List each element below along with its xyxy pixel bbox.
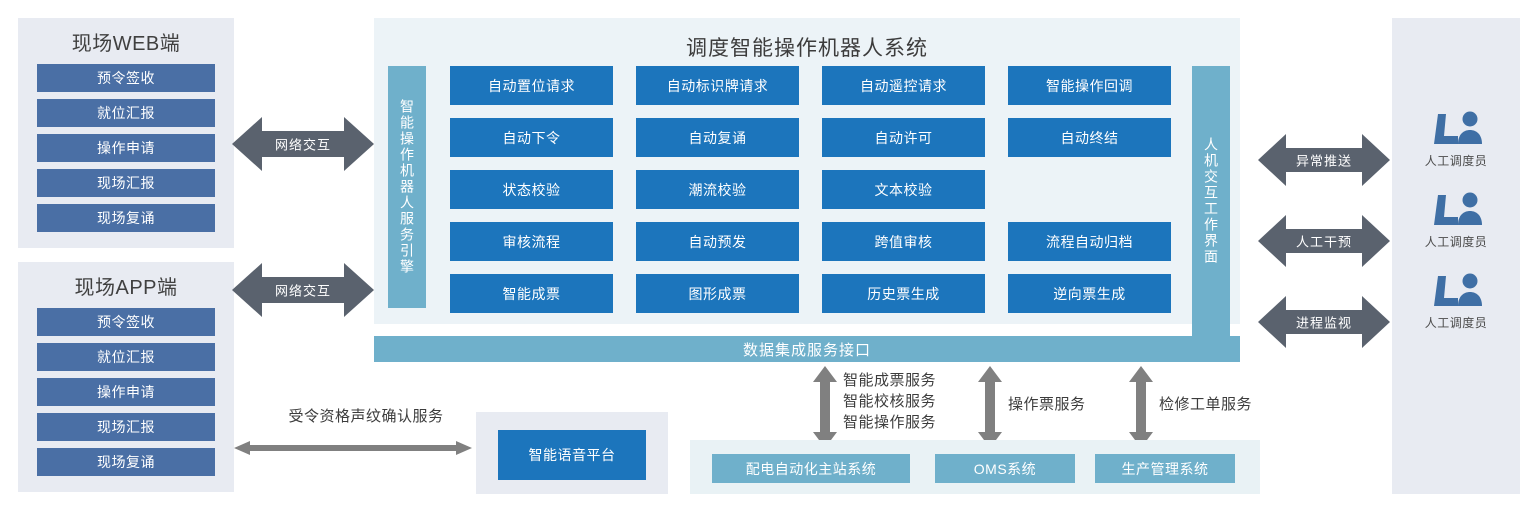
operator-console-icon (1434, 192, 1482, 225)
client-item-web-3[interactable]: 现场汇报 (37, 169, 215, 197)
client-panel-app: 现场APP端 预令签收 就位汇报 操作申请 现场汇报 现场复诵 (18, 262, 234, 492)
service-link-label-2: 操作票服务 (1008, 396, 1086, 413)
service-arrow-3 (1128, 366, 1154, 448)
operator-console-icon (1434, 273, 1482, 306)
operator-label-0: 人工调度员 (1424, 154, 1488, 168)
fn-box-2-2[interactable]: 文本校验 (822, 170, 985, 209)
client-panel-web: 现场WEB端 预令签收 就位汇报 操作申请 现场汇报 现场复诵 (18, 18, 234, 248)
double-arrow-icon (232, 263, 374, 317)
hmi-workbench-bar: 人机交互工作界面 (1192, 66, 1230, 336)
function-grid: 自动置位请求 自动标识牌请求 自动遥控请求 智能操作回调 自动下令 自动复诵 自… (450, 66, 1176, 316)
network-arrow-web: 网络交互 (232, 113, 374, 175)
fn-box-1-0[interactable]: 自动下令 (450, 118, 613, 157)
operator-arrow-2: 进程监视 (1258, 293, 1390, 351)
operator-item-0: 人工调度员 (1392, 110, 1520, 169)
client-panel-app-title: 现场APP端 (74, 277, 178, 299)
service-arrow-1 (812, 366, 838, 448)
fn-box-4-2[interactable]: 历史票生成 (822, 274, 985, 313)
fn-box-3-3[interactable]: 流程自动归档 (1008, 222, 1171, 261)
fn-box-2-0[interactable]: 状态校验 (450, 170, 613, 209)
double-arrow-icon (1258, 134, 1390, 186)
fn-box-3-1[interactable]: 自动预发 (636, 222, 799, 261)
fn-box-0-0[interactable]: 自动置位请求 (450, 66, 613, 105)
fn-box-0-3[interactable]: 智能操作回调 (1008, 66, 1171, 105)
fn-box-1-2[interactable]: 自动许可 (822, 118, 985, 157)
fn-box-3-2[interactable]: 跨值审核 (822, 222, 985, 261)
voice-platform-panel: 智能语音平台 (476, 412, 668, 494)
service-link-label-1: 智能成票服务 智能校核服务 智能操作服务 (843, 372, 937, 431)
fn-box-0-1[interactable]: 自动标识牌请求 (636, 66, 799, 105)
external-systems-panel: 配电自动化主站系统 OMS系统 生产管理系统 (690, 440, 1260, 494)
service-link-label-3: 检修工单服务 (1159, 396, 1253, 413)
data-integration-bar: 数据集成服务接口 (374, 336, 1240, 362)
vertical-double-arrow-icon (813, 366, 837, 448)
fn-box-2-1[interactable]: 潮流校验 (636, 170, 799, 209)
external-system-1[interactable]: OMS系统 (935, 454, 1075, 483)
client-item-web-0[interactable]: 预令签收 (37, 64, 215, 92)
system-panel-title: 调度智能操作机器人系统 (686, 37, 928, 60)
operator-console-icon (1434, 111, 1482, 144)
client-item-app-1[interactable]: 就位汇报 (37, 343, 215, 371)
vertical-double-arrow-icon (978, 366, 1002, 448)
operator-arrow-1: 人工干预 (1258, 212, 1390, 270)
client-item-app-4[interactable]: 现场复诵 (37, 448, 215, 476)
fn-box-0-2[interactable]: 自动遥控请求 (822, 66, 985, 105)
operator-label-2: 人工调度员 (1424, 316, 1488, 330)
network-arrow-app: 网络交互 (232, 259, 374, 321)
operator-item-2: 人工调度员 (1392, 272, 1520, 331)
fn-box-1-1[interactable]: 自动复诵 (636, 118, 799, 157)
voice-service-label: 受令资格声纹确认服务 (288, 408, 444, 425)
external-system-2[interactable]: 生产管理系统 (1095, 454, 1235, 483)
client-item-app-2[interactable]: 操作申请 (37, 378, 215, 406)
double-arrow-icon (1258, 215, 1390, 267)
service-engine-bar: 智能操作机器人服务引擎 (388, 66, 426, 308)
operator-item-1: 人工调度员 (1392, 191, 1520, 250)
service-arrow-2 (977, 366, 1003, 448)
system-panel: 调度智能操作机器人系统 智能操作机器人服务引擎 人机交互工作界面 自动置位请求 … (374, 18, 1240, 336)
double-arrow-icon (1258, 296, 1390, 348)
client-panel-web-title: 现场WEB端 (71, 33, 181, 55)
client-item-web-2[interactable]: 操作申请 (37, 134, 215, 162)
client-item-web-4[interactable]: 现场复诵 (37, 204, 215, 232)
operators-panel: 人工调度员 人工调度员 人工调度员 (1392, 18, 1520, 494)
fn-box-4-0[interactable]: 智能成票 (450, 274, 613, 313)
vertical-double-arrow-icon (1129, 366, 1153, 448)
voice-service-arrow (234, 440, 472, 456)
client-panel-web-items: 预令签收 就位汇报 操作申请 现场汇报 现场复诵 (18, 64, 234, 232)
client-item-app-0[interactable]: 预令签收 (37, 308, 215, 336)
operator-label-1: 人工调度员 (1424, 235, 1488, 249)
fn-box-4-3[interactable]: 逆向票生成 (1008, 274, 1171, 313)
client-item-app-3[interactable]: 现场汇报 (37, 413, 215, 441)
fn-box-1-3[interactable]: 自动终结 (1008, 118, 1171, 157)
fn-box-3-0[interactable]: 审核流程 (450, 222, 613, 261)
voice-platform-box[interactable]: 智能语音平台 (498, 430, 646, 480)
client-panel-app-items: 预令签收 就位汇报 操作申请 现场汇报 现场复诵 (18, 308, 234, 476)
double-arrow-icon (232, 117, 374, 171)
client-item-web-1[interactable]: 就位汇报 (37, 99, 215, 127)
horizontal-double-arrow-icon (234, 441, 472, 455)
fn-box-4-1[interactable]: 图形成票 (636, 274, 799, 313)
external-system-0[interactable]: 配电自动化主站系统 (712, 454, 910, 483)
operator-arrow-0: 异常推送 (1258, 131, 1390, 189)
